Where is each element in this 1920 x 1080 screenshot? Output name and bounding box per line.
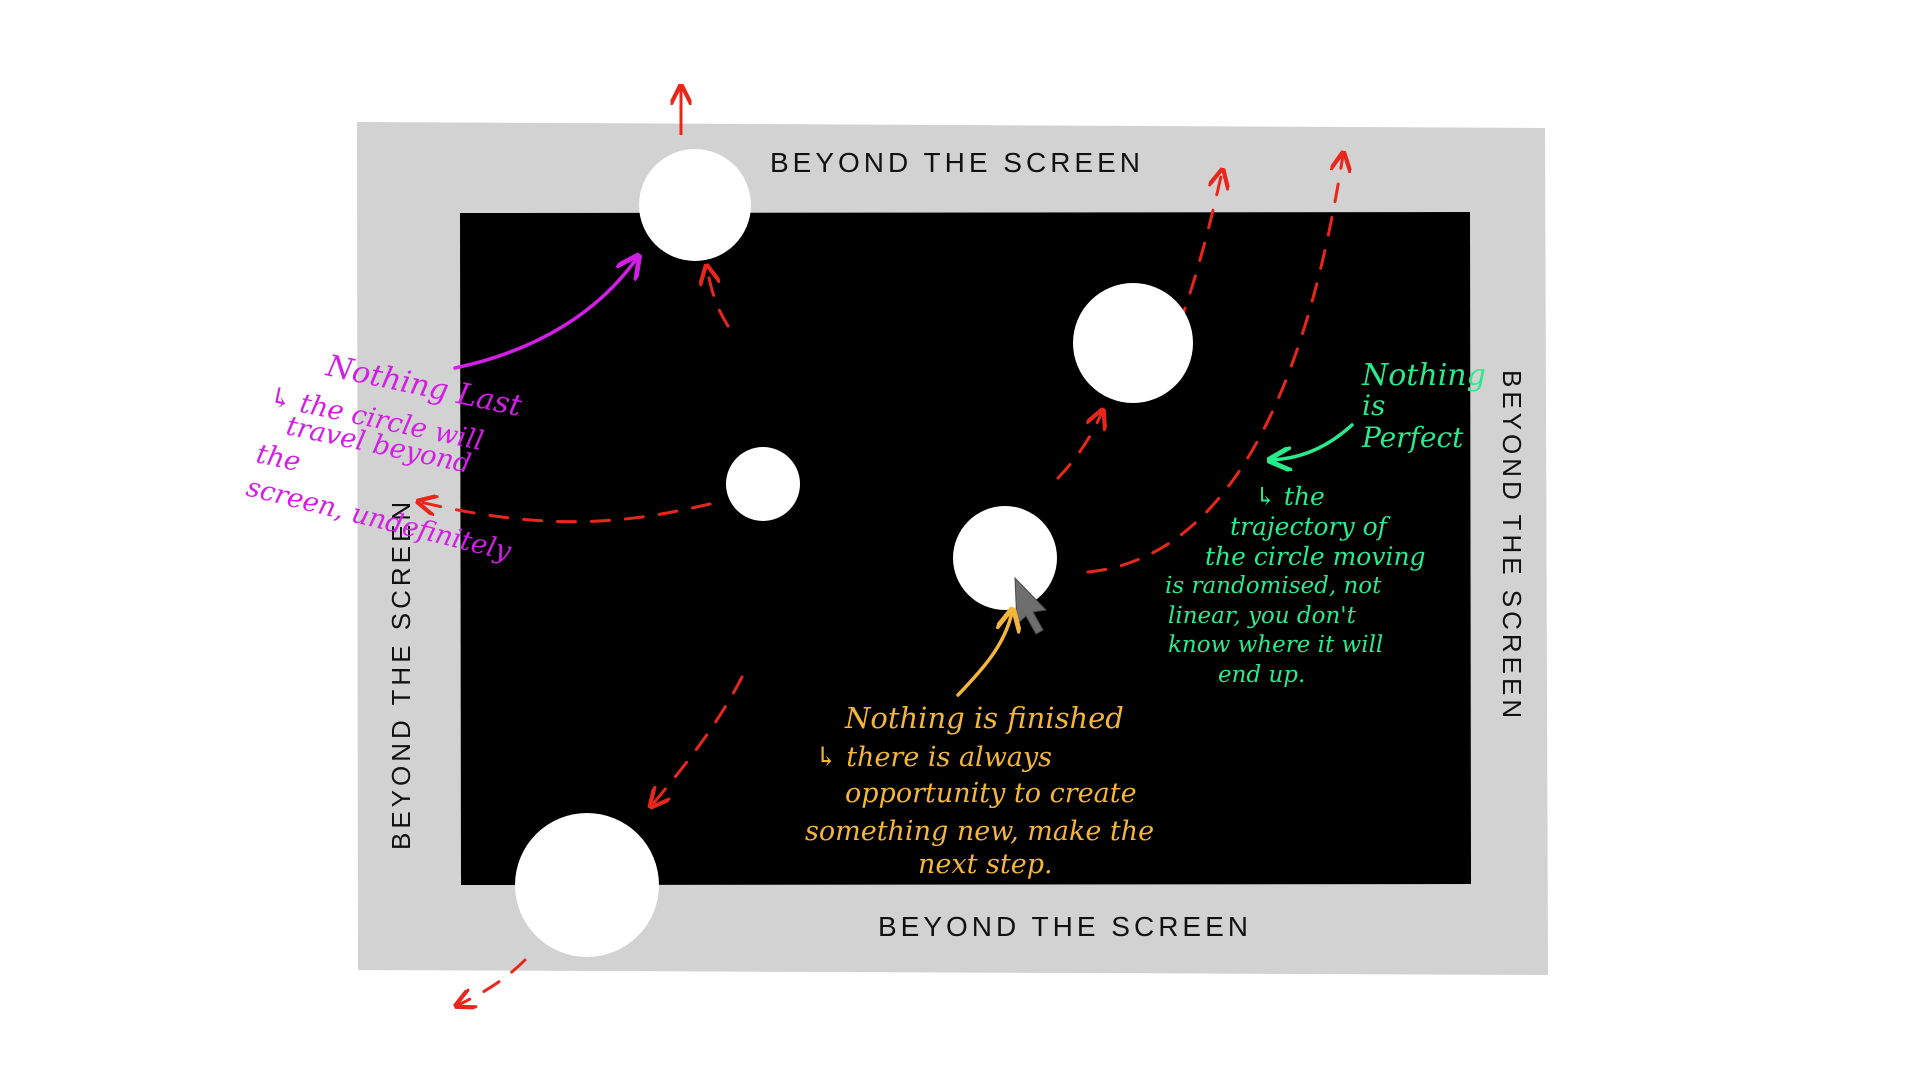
trajectory-right <box>1086 155 1343 574</box>
note-perfect-line-6: know where it will <box>1168 632 1383 658</box>
note-perfect-line-1: ↳ the <box>1255 482 1325 511</box>
note-finished-title: Nothing is finished <box>844 701 1124 735</box>
circle-top <box>639 149 751 261</box>
note-nothing-finished: Nothing is finished ↳ there is always op… <box>805 701 1154 880</box>
note-perfect-title-3: Perfect <box>1361 421 1464 454</box>
note-arrow-perfect <box>1272 423 1354 460</box>
note-last-line-3: the <box>254 439 304 479</box>
note-perfect-title-2: is <box>1362 389 1385 422</box>
note-arrow-finished <box>956 612 1012 697</box>
circles <box>515 149 1193 957</box>
trajectory-up-left <box>707 268 730 328</box>
note-finished-line-4: next step. <box>918 849 1053 880</box>
circle-bottom-left <box>515 813 659 957</box>
note-finished-line-2: opportunity to create <box>845 778 1137 809</box>
trajectory-left <box>420 502 712 524</box>
label-top: BEYOND THE SCREEN <box>770 147 1144 178</box>
note-perfect-line-4: is randomised, not <box>1165 573 1382 599</box>
label-bottom: BEYOND THE SCREEN <box>878 911 1252 942</box>
note-perfect-line-5: linear, you don't <box>1168 603 1357 629</box>
circle-small <box>726 447 800 521</box>
trajectory-up-right-short <box>1056 412 1102 480</box>
label-right: BEYOND THE SCREEN <box>1497 370 1527 722</box>
note-perfect-line-2: trajectory of <box>1230 512 1391 541</box>
label-left: BEYOND THE SCREEN <box>386 498 416 850</box>
note-finished-line-1: ↳ there is always <box>815 742 1052 773</box>
note-perfect-line-3: the circle moving <box>1205 542 1426 571</box>
note-finished-line-3: something new, make the <box>805 816 1154 847</box>
note-nothing-perfect: Nothing is Perfect ↳ the trajectory of t… <box>1165 358 1486 688</box>
trajectories <box>420 155 1343 1005</box>
trajectory-bottom-left <box>458 958 527 1005</box>
trajectory-down-left <box>652 675 744 805</box>
circle-center <box>953 506 1057 610</box>
note-arrow-last <box>453 258 637 370</box>
circle-upper-right <box>1073 283 1193 403</box>
note-perfect-title-1: Nothing <box>1361 358 1486 393</box>
note-perfect-line-7: end up. <box>1218 662 1305 688</box>
